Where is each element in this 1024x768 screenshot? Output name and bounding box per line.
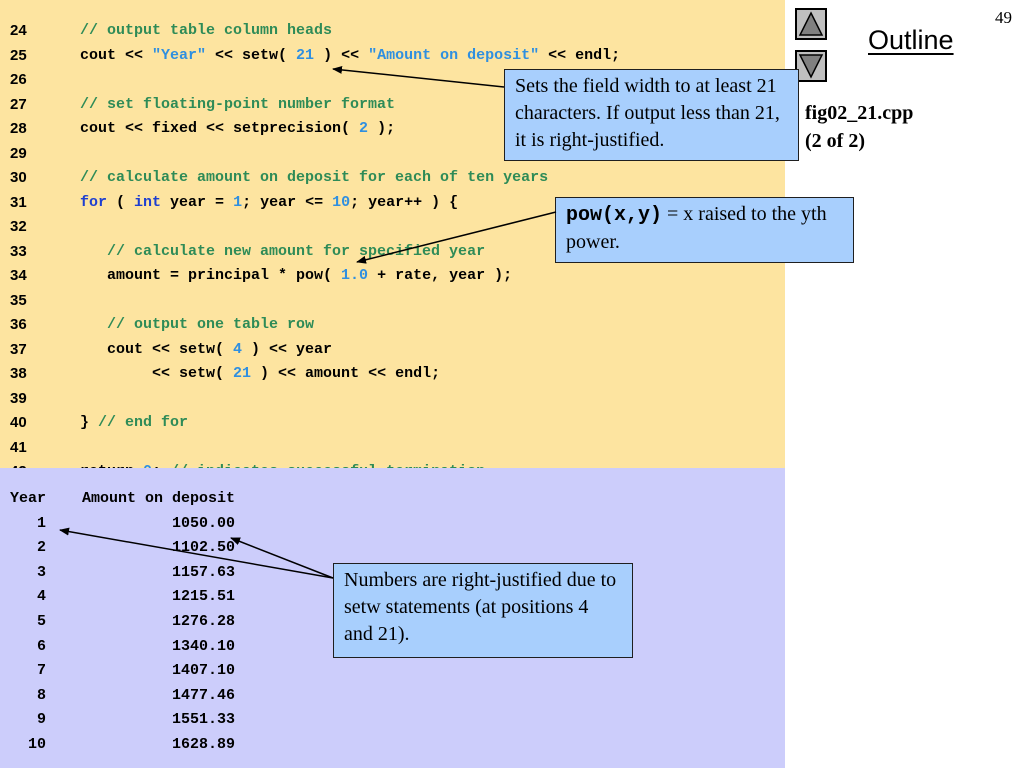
- line-number: 42: [10, 460, 50, 468]
- code-token: }: [80, 414, 99, 431]
- slide-number: 49: [995, 8, 1012, 27]
- code-text: cout << fixed << setprecision( 2 );: [80, 117, 395, 141]
- line-number: 25: [10, 46, 27, 64]
- output-row: 3 1157.63: [10, 563, 236, 581]
- line-number: 34: [10, 267, 27, 284]
- triangle-down-icon: [798, 54, 824, 79]
- next-slide-button[interactable]: [795, 50, 827, 82]
- output-row: 2 1102.50: [10, 539, 236, 557]
- code-token: << endl;: [539, 46, 621, 64]
- line-number: 28: [10, 120, 27, 137]
- code-token: ; year <=: [242, 193, 333, 211]
- line-number: 24: [10, 22, 27, 39]
- justified-callout: Numbers are right-justified due to setw …: [333, 563, 633, 658]
- code-token: cout <<: [80, 46, 153, 64]
- line-number: 27: [10, 95, 27, 113]
- code-token: + rate, year );: [368, 267, 513, 284]
- code-token: 21: [233, 365, 252, 382]
- code-token: cout << setw(: [80, 340, 234, 358]
- code-text: amount = principal * pow( 1.0 + rate, ye…: [80, 264, 512, 288]
- output-row: 1 1050.00: [10, 514, 236, 532]
- line-number: 35: [10, 291, 27, 309]
- code-text: // output one table row: [80, 313, 314, 337]
- code-token: // calculate new amount for specified ye…: [80, 242, 486, 260]
- figure-part: (2 of 2): [805, 130, 865, 152]
- triangle-up-icon: [798, 11, 824, 36]
- code-token: (: [107, 193, 135, 211]
- code-token: // end for: [98, 414, 189, 431]
- code-token: << setw(: [206, 46, 297, 64]
- code-token: );: [368, 120, 396, 137]
- code-text: // calculate amount on deposit for each …: [80, 166, 548, 190]
- setw-callout-text: Sets the field width to at least 21 char…: [515, 75, 780, 151]
- code-token: 2: [359, 120, 369, 137]
- line-number: 40: [10, 414, 27, 431]
- code-token: cout << fixed << setprecision(: [80, 120, 360, 137]
- code-token: "Year": [152, 46, 207, 64]
- code-token: 1.0: [341, 267, 369, 284]
- line-number: 39: [10, 389, 27, 407]
- line-number: 26: [10, 71, 27, 88]
- figure-filename: fig02_21.cpp: [805, 102, 914, 124]
- code-token: ;: [152, 463, 170, 468]
- setw-callout: Sets the field width to at least 21 char…: [504, 69, 799, 161]
- line-number: 29: [10, 144, 27, 162]
- code-token: 21: [296, 46, 315, 64]
- code-token: year =: [161, 193, 234, 211]
- code-token: return: [80, 463, 143, 468]
- output-row: 9 1551.33: [10, 711, 236, 729]
- code-token: << setw(: [80, 365, 234, 382]
- code-token: "Amount on deposit": [368, 46, 540, 64]
- output-row: 5 1276.28: [10, 613, 236, 630]
- code-token: for: [80, 193, 108, 211]
- code-token: ) <<: [314, 46, 369, 64]
- code-text: cout << "Year" << setw( 21 ) << "Amount …: [80, 44, 620, 68]
- code-token: // calculate amount on deposit for each …: [80, 169, 549, 186]
- code-text: << setw( 21 ) << amount << endl;: [80, 362, 440, 386]
- line-number: 31: [10, 193, 27, 211]
- line-number: 30: [10, 169, 27, 186]
- line-number: 37: [10, 340, 27, 358]
- code-token: // output table column heads: [80, 22, 333, 39]
- line-number: 41: [10, 438, 27, 456]
- output-row: 10 1628.89: [10, 736, 236, 753]
- code-token: ) << year: [242, 340, 333, 358]
- output-row: 8 1477.46: [10, 686, 236, 704]
- code-token: ) << amount << endl;: [251, 365, 441, 382]
- output-row: 7 1407.10: [10, 662, 236, 680]
- output-header: Year Amount on deposit: [10, 490, 236, 507]
- pow-callout-text: = x raised to the yth power.: [566, 203, 827, 253]
- outline-link[interactable]: Outline: [868, 25, 954, 55]
- line-number: 38: [10, 365, 27, 382]
- code-token: // set floating-point number format: [80, 95, 396, 113]
- code-text: } // end for: [80, 411, 188, 435]
- previous-slide-button[interactable]: [795, 8, 827, 40]
- code-token: 0: [143, 463, 152, 468]
- code-token: // output one table row: [80, 316, 315, 333]
- pow-callout: pow(x,y) = x raised to the yth power.: [555, 197, 854, 263]
- code-token: amount = principal * pow(: [80, 267, 342, 284]
- line-number: 33: [10, 242, 27, 260]
- code-token: 10: [332, 193, 351, 211]
- line-number: 36: [10, 316, 27, 333]
- code-text: for ( int year = 1; year <= 10; year++ )…: [80, 191, 458, 215]
- code-text: // set floating-point number format: [80, 93, 395, 117]
- code-token: 1: [233, 193, 243, 211]
- justified-callout-text: Numbers are right-justified due to setw …: [344, 569, 617, 645]
- output-row: 6 1340.10: [10, 637, 236, 655]
- code-token: 4: [233, 340, 243, 358]
- line-number: 32: [10, 218, 27, 235]
- code-token: int: [134, 193, 162, 211]
- code-token: ; year++ ) {: [350, 193, 459, 211]
- code-text: cout << setw( 4 ) << year: [80, 338, 332, 362]
- code-text: // calculate new amount for specified ye…: [80, 240, 485, 264]
- code-text: return 0; // indicates successful termin…: [80, 460, 485, 468]
- code-token: // indicates successful termination: [170, 463, 485, 468]
- output-row: 4 1215.51: [10, 588, 236, 606]
- pow-callout-code: pow(x,y): [566, 204, 663, 227]
- code-text: // output table column heads: [80, 19, 332, 43]
